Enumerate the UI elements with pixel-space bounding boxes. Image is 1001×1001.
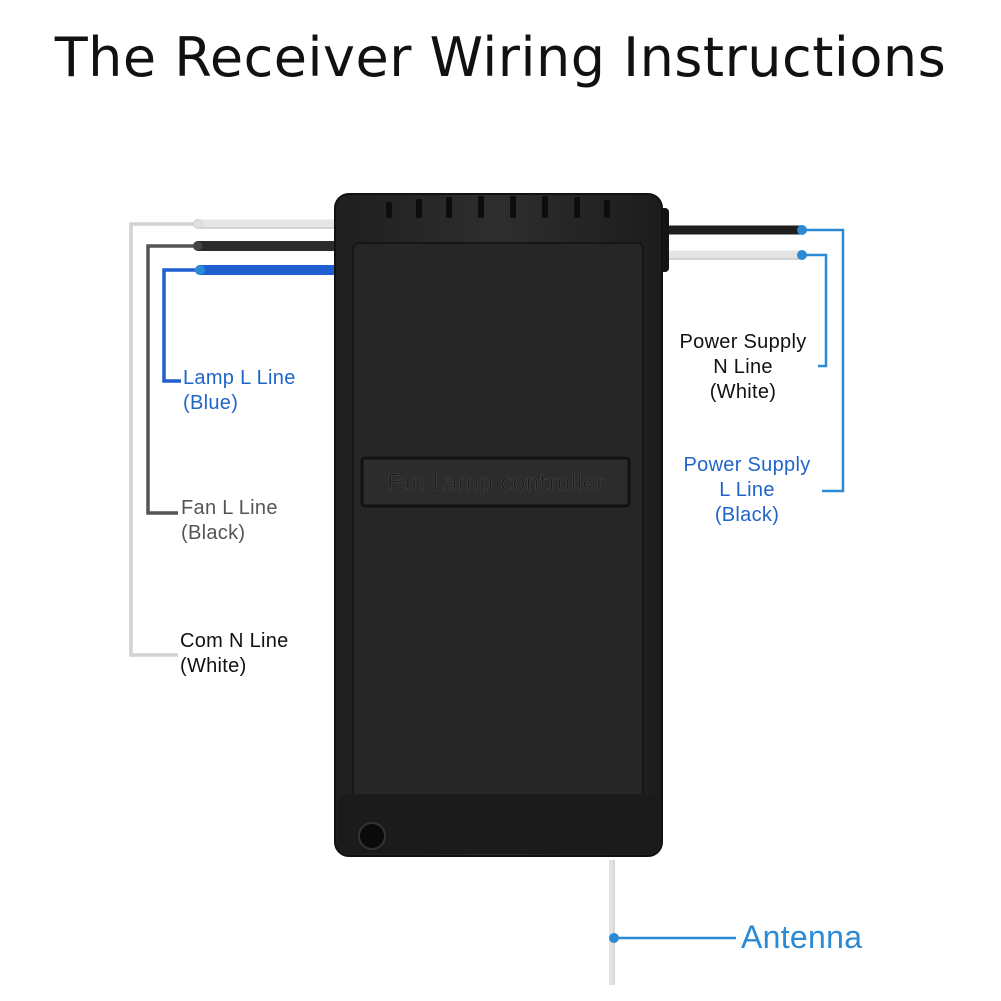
device-label-plate [360, 456, 631, 508]
fan-l-line-label: Fan L Line (Black) [181, 496, 278, 546]
power-n-line-name: N Line [713, 356, 773, 378]
lamp-l-dot [195, 265, 205, 275]
antenna-label: Antenna [741, 919, 863, 955]
fan-l-line-name: Fan L Line [181, 497, 278, 519]
fan-l-leader [146, 244, 198, 515]
lamp-l-line-color: (Blue) [183, 392, 239, 414]
left-leaders [129, 219, 205, 657]
power-n-line-title: Power Supply [679, 331, 807, 353]
lamp-l-leader [162, 268, 200, 383]
power-l-leader [802, 228, 845, 493]
antenna-dot [609, 933, 619, 943]
receiver-device: Fan Lamp controller [334, 193, 669, 857]
com-n-line-name: Com N Line [180, 630, 289, 652]
fan-l-line-color: (Black) [181, 522, 246, 544]
device-panel [352, 242, 644, 811]
lamp-l-line-label: Lamp L Line (Blue) [183, 366, 296, 416]
com-n-line-color: (White) [180, 655, 247, 677]
com-n-line-label: Com N Line (White) [180, 629, 289, 679]
power-l-line-color: (Black) [714, 504, 780, 526]
vent-slots [386, 196, 610, 218]
right-leaders [797, 225, 845, 493]
lamp-l-line-name: Lamp L Line [183, 367, 296, 389]
power-n-leader [802, 253, 828, 368]
antenna-wire [609, 860, 736, 985]
com-n-leader [129, 222, 198, 657]
device-bottom-cap [337, 794, 660, 854]
power-supply-l-line-label: Power Supply L Line (Black) [672, 453, 822, 528]
com-n-dot [193, 219, 203, 229]
left-wires [193, 219, 345, 275]
power-l-dot [797, 225, 807, 235]
power-l-line-name: L Line [719, 479, 775, 501]
power-n-dot [797, 250, 807, 260]
fan-l-dot [193, 241, 203, 251]
diagram-title: The Receiver Wiring Instructions [54, 26, 947, 89]
power-n-line-color: (White) [709, 381, 777, 403]
power-supply-n-line-label: Power Supply N Line (White) [668, 330, 818, 405]
right-wires [657, 225, 807, 260]
device-label-text: Fan Lamp controller [387, 471, 606, 496]
mount-hole [358, 822, 386, 850]
power-l-line-title: Power Supply [683, 454, 811, 476]
